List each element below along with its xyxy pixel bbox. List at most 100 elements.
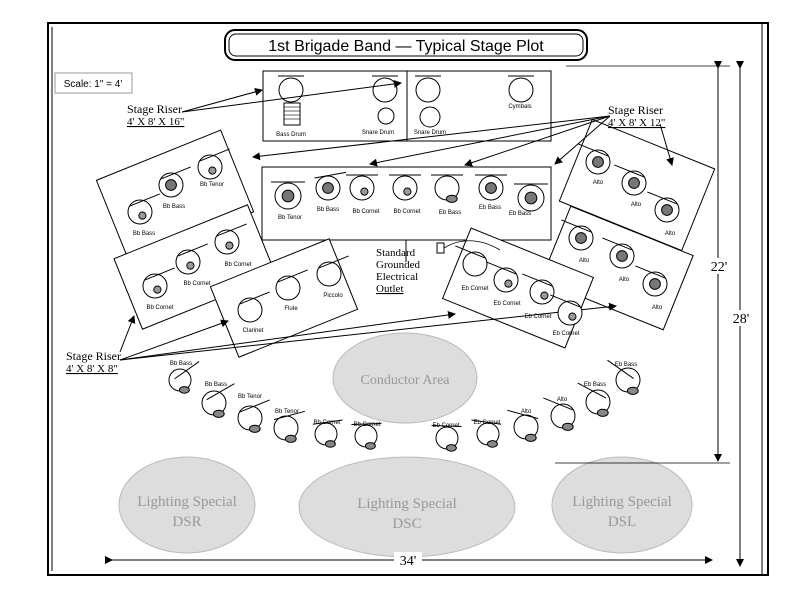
chair-right-mid-2: Alto	[602, 237, 635, 283]
lighting-dsr	[118, 456, 256, 554]
chair-left-front-1-label: Clarinet	[243, 328, 264, 334]
chair-floor-6-label: Bb Cornet	[353, 422, 380, 428]
chair-right-upper-1-label: Alto	[593, 180, 604, 186]
chair-right-mid-1-label: Alto	[579, 258, 590, 264]
chair-center-3: Bb Cornet	[346, 174, 380, 215]
chair-floor-12: Eb Bass	[607, 359, 641, 395]
outlet-label-1: Standard	[376, 247, 416, 259]
scale-label: Scale: 1" = 4'	[64, 79, 123, 90]
chair-right-front-1-label: Eb Cornet	[461, 286, 488, 292]
chair-floor-2: Bb Bass	[201, 382, 235, 418]
chair-floor-8-label: Eb Cornet	[473, 420, 500, 426]
chair-left-lower-1: Bb Cornet	[214, 223, 252, 268]
chair-center-5: Eb Bass	[431, 174, 463, 216]
chair-left-lower-3: Bb Cornet	[142, 267, 175, 311]
chair-right-mid-3-label: Alto	[652, 305, 663, 311]
outlet-label-3: Electrical	[376, 271, 418, 283]
chair-right-front-2-label: Eb Cornet	[493, 301, 520, 307]
chair-floor-3: Bb Tenor	[237, 394, 270, 433]
dim-28-label: 28'	[733, 312, 750, 327]
chair-right-upper-3-label: Alto	[665, 231, 676, 237]
chair-right-upper-2-label: Alto	[631, 202, 642, 208]
conductor-area	[332, 332, 478, 424]
chairs: Bb Tenor Bb Bass Bb Cornet Bb Cornet Eb Bass…	[127, 143, 680, 452]
lighting-dsr-label-2: DSR	[172, 514, 201, 530]
chair-floor-5-label: Bb Cornet	[313, 420, 340, 426]
chair-floor-4: Bb Tenor	[273, 409, 305, 443]
conductor-label: Conductor Area	[360, 373, 450, 388]
chair-floor-2-label: Bb Bass	[205, 382, 227, 388]
chair-left-lower-2-label: Bb Cornet	[183, 281, 210, 287]
chair-left-front-3-label: Piccolo	[323, 293, 343, 299]
title-box-outer	[224, 29, 588, 61]
lighting-dsr-label-1: Lighting Special	[137, 494, 237, 510]
scale-box	[54, 72, 133, 94]
chair-center-6-label: Eb Bass	[479, 205, 501, 211]
chair-left-upper-2-label: Bb Bass	[163, 204, 185, 210]
chair-floor-11: Eb Bass	[577, 382, 611, 417]
chair-center-2-label: Bb Bass	[317, 207, 339, 213]
riser-small-title: Stage Riser	[66, 349, 121, 363]
chair-right-mid-3: Alto	[635, 265, 668, 311]
chair-center-7: Eb Bass	[509, 183, 548, 217]
page-title: 1st Brigade Band — Typical Stage Plot	[268, 38, 544, 55]
chair-right-upper-3: Alto	[647, 191, 680, 237]
chair-floor-7-label: Eb Cornet	[432, 423, 459, 429]
chair-left-front-2: Flute	[275, 269, 308, 312]
riser-big-size: 4' X 8' X 16"	[127, 116, 184, 128]
lighting-dsl-label-1: Lighting Special	[572, 494, 672, 510]
chair-right-front-4-label: Eb Cornet	[552, 331, 579, 337]
chair-floor-5: Bb Cornet	[312, 419, 343, 448]
lighting-dsc-label-2: DSC	[392, 516, 421, 532]
chair-center-6: Eb Bass	[475, 174, 507, 211]
chair-floor-9-label: Alto	[521, 409, 532, 415]
dim-width-label: 34'	[400, 554, 417, 569]
chair-right-front-3: Eb Cornet	[522, 273, 555, 320]
chair-right-upper-2: Alto	[614, 164, 647, 208]
chair-left-lower-3-label: Bb Cornet	[146, 305, 173, 311]
chair-floor-7: Eb Cornet	[431, 423, 462, 452]
riser-big-title: Stage Riser	[127, 102, 182, 116]
lighting-dsc-label-1: Lighting Special	[357, 496, 457, 512]
chair-left-front-1: Clarinet	[237, 291, 270, 334]
chair-center-3-label: Bb Cornet	[352, 209, 379, 215]
riser-mid-size: 4' X 8' X 12"	[608, 117, 665, 129]
chair-right-front-2: Eb Cornet	[486, 261, 521, 307]
chair-center-4: Bb Cornet	[389, 174, 421, 215]
chair-left-lower-2: Bb Cornet	[175, 243, 211, 287]
title-box-inner	[228, 33, 584, 57]
stage-border	[47, 22, 769, 576]
chair-right-front-1: Eb Cornet	[455, 245, 489, 292]
bass-drum-icon	[283, 102, 301, 126]
chair-floor-10: Alto	[543, 397, 576, 431]
outlet-icon	[436, 242, 445, 254]
chair-right-mid-1: Alto	[561, 219, 594, 264]
chair-left-upper-1-label: Bb Tenor	[200, 182, 224, 188]
snare-drum-label: Snare Drum	[362, 130, 394, 136]
chair-right-upper-1: Alto	[578, 143, 611, 186]
chair-center-2: Bb Bass	[314, 171, 347, 213]
chair-floor-11-label: Eb Bass	[584, 382, 606, 388]
chair-center-5-label: Eb Bass	[439, 210, 461, 216]
snare-drum-icon	[377, 107, 395, 125]
dim-22-label: 22'	[711, 260, 728, 275]
chair-floor-4-label: Bb Tenor	[275, 409, 299, 415]
chair-left-upper-2: Bb Bass	[158, 166, 191, 210]
chair-floor-1-label: Bb Bass	[170, 361, 192, 367]
chair-floor-8: Eb Cornet	[471, 419, 502, 448]
riser-drums: Bass Drum Snare Drum Snare Drum Cymbals	[262, 70, 552, 142]
chair-floor-6: Bb Cornet	[351, 422, 382, 450]
chair-floor-12-label: Eb Bass	[615, 362, 637, 368]
chair-floor-3-label: Bb Tenor	[238, 394, 262, 400]
chair-right-front-4: Eb Cornet	[550, 294, 583, 337]
chair-left-lower-1-label: Bb Cornet	[224, 262, 251, 268]
riser-mid-title: Stage Riser	[608, 103, 663, 117]
outlet-label-4: Outlet	[376, 283, 404, 295]
chair-left-upper-3: Bb Bass	[127, 193, 160, 237]
cymbals-label: Cymbals	[508, 104, 531, 110]
chair-right-front-3-label: Eb Cornet	[524, 314, 551, 320]
chair-left-upper-1: Bb Tenor	[197, 148, 230, 188]
chair-left-front-3: Piccolo	[316, 255, 349, 299]
chair-center-4-label: Bb Cornet	[393, 209, 420, 215]
